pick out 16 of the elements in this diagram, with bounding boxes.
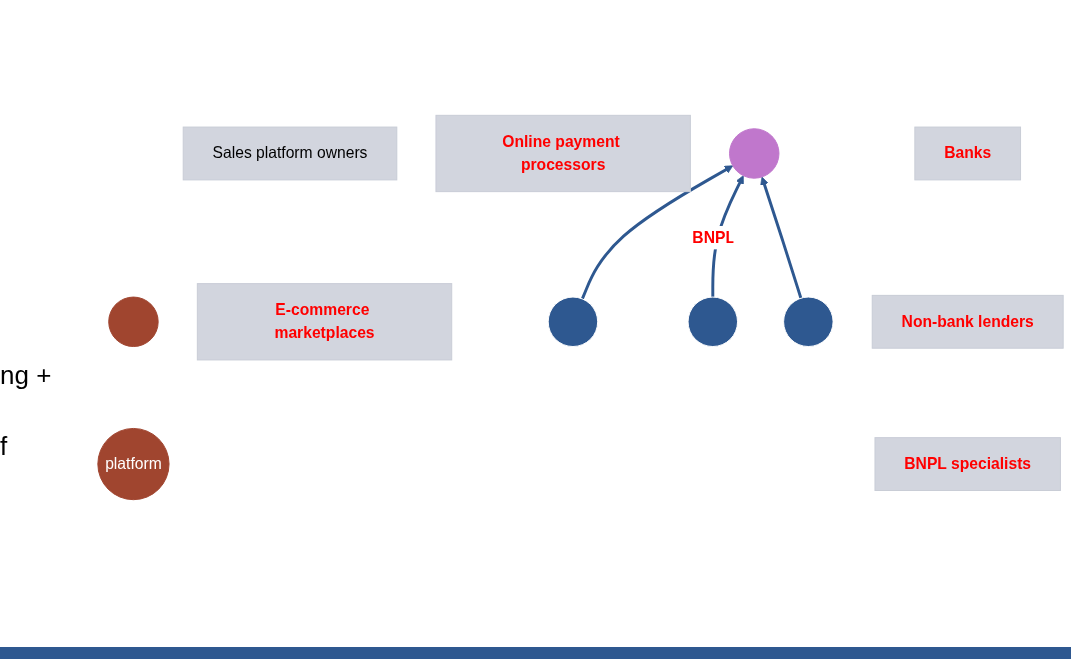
node-box: Online payment processors (435, 114, 691, 193)
node-box: Non-bank lenders (871, 294, 1064, 349)
node-box: Banks (914, 126, 1022, 181)
arrow (760, 176, 803, 299)
node-circle (108, 296, 159, 347)
node-circle: platform (97, 427, 170, 501)
node-circle (687, 296, 739, 347)
node-circle (547, 296, 599, 347)
node-box: E-commerce marketplaces (196, 283, 453, 361)
node-circle (783, 296, 834, 347)
text-fragment: ng + (0, 360, 53, 391)
node-box: BNPL specialists (874, 437, 1061, 491)
node-circle (729, 128, 780, 179)
text-fragment: f (0, 431, 9, 462)
node-box: Sales platform owners (182, 126, 398, 181)
arrow (580, 165, 734, 300)
